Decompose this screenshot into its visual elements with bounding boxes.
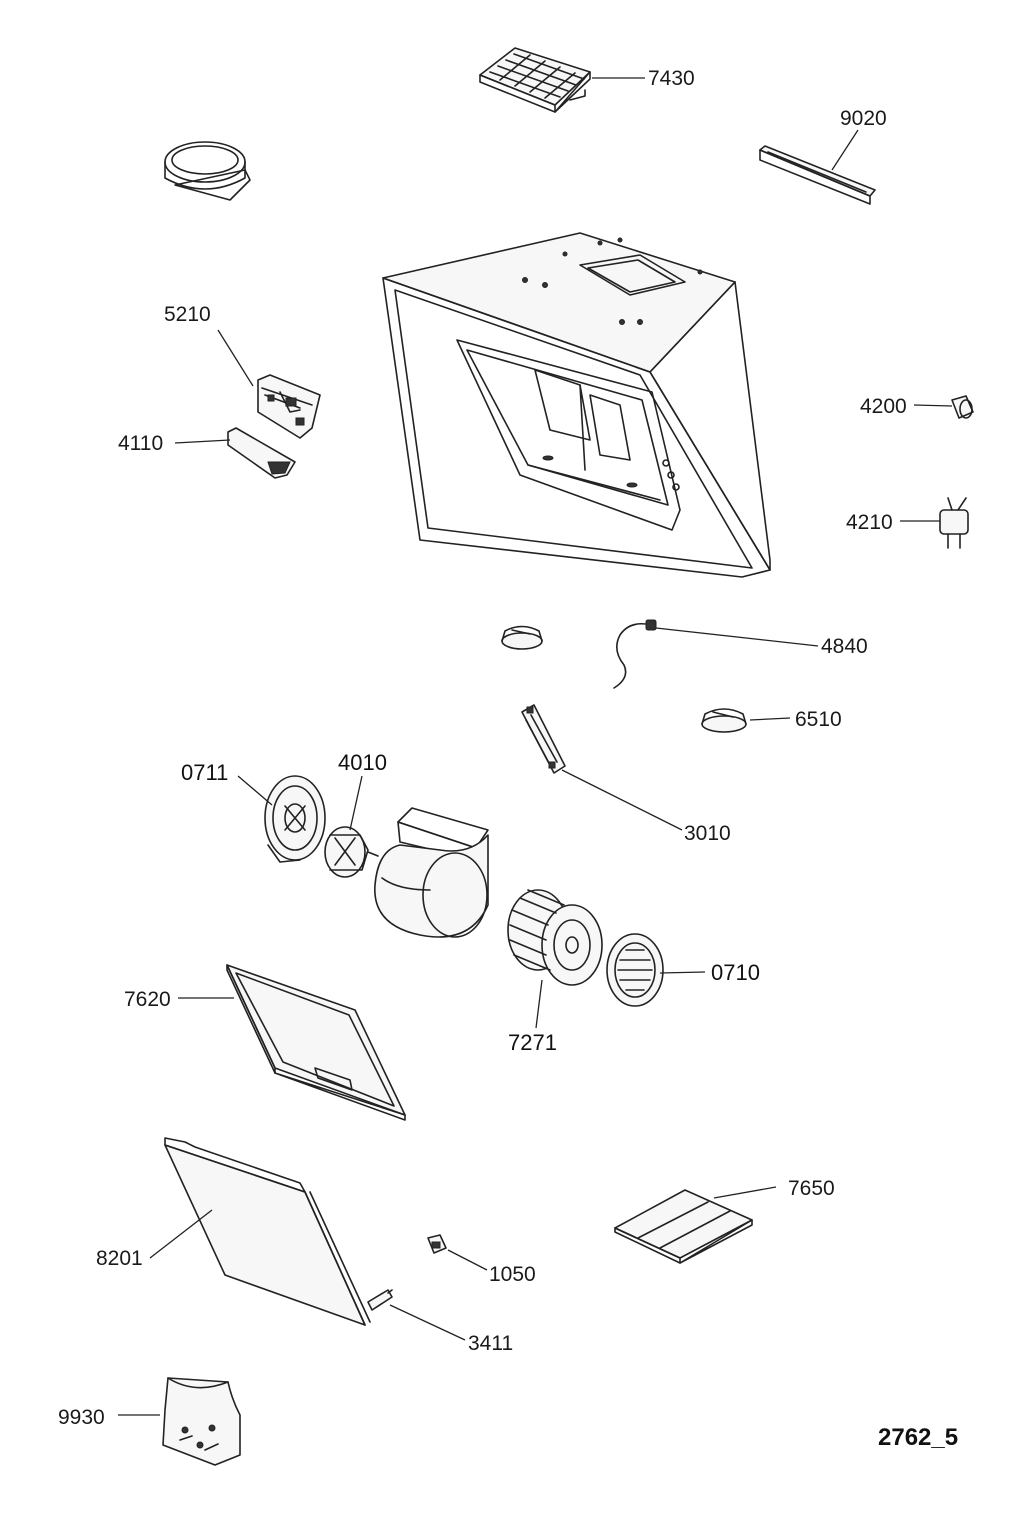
part-4840-cable xyxy=(613,619,657,689)
label-4840: 4840 xyxy=(821,635,868,658)
label-7650: 7650 xyxy=(788,1177,835,1200)
label-5210: 5210 xyxy=(164,303,211,326)
part-blower-housing xyxy=(374,807,489,938)
part-0710-inlet-ring xyxy=(606,933,664,1007)
part-7650-carbon-filter xyxy=(614,1189,753,1264)
part-3010-terminal-block xyxy=(521,704,566,774)
label-9020: 9020 xyxy=(840,107,887,130)
label-3010: 3010 xyxy=(684,822,731,845)
part-7271-fan-wheel xyxy=(507,889,603,986)
label-7271: 7271 xyxy=(508,1030,557,1055)
part-8201-front-panel xyxy=(164,1137,371,1326)
label-4210: 4210 xyxy=(846,511,893,534)
part-3411-pin xyxy=(367,1289,393,1311)
part-0711-motor-plate xyxy=(264,775,326,863)
label-7430: 7430 xyxy=(648,67,695,90)
part-4200-lamp-holder xyxy=(951,395,974,419)
label-3411: 3411 xyxy=(468,1332,513,1355)
drawing-code: 2762_5 xyxy=(878,1424,958,1451)
part-7430-filter-grid xyxy=(479,47,591,113)
label-4110: 4110 xyxy=(118,432,163,455)
part-9930-hardware-kit xyxy=(162,1377,241,1466)
label-4010: 4010 xyxy=(338,750,387,775)
label-0710: 0710 xyxy=(711,960,760,985)
part-round-duct-flange xyxy=(164,141,251,201)
label-9930: 9930 xyxy=(58,1406,105,1429)
label-8201: 8201 xyxy=(96,1247,143,1270)
label-4200: 4200 xyxy=(860,395,907,418)
label-6510: 6510 xyxy=(795,708,842,731)
part-4110-switch xyxy=(227,427,296,479)
part-4010-motor xyxy=(324,826,379,878)
part-hood-body xyxy=(382,232,771,578)
part-6510-lamp xyxy=(701,708,747,733)
part-7620-grease-filter xyxy=(226,964,406,1121)
part-lamp-left xyxy=(501,625,543,650)
part-9020-rail xyxy=(759,145,876,205)
part-4210-capacitor xyxy=(939,497,969,549)
label-1050: 1050 xyxy=(489,1263,536,1286)
part-5210-control-board xyxy=(257,374,321,439)
label-7620: 7620 xyxy=(124,988,171,1011)
part-1050-clip xyxy=(427,1234,447,1254)
label-0711: 0711 xyxy=(181,760,228,785)
